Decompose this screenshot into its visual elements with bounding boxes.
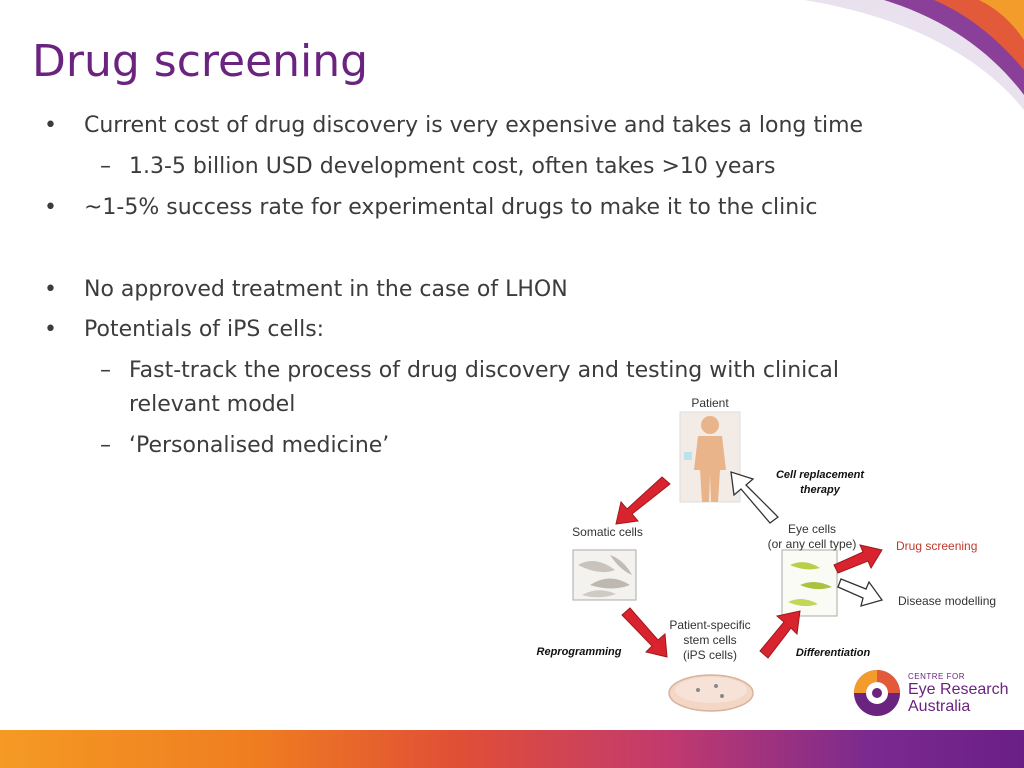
arrow-to-drug-screening-icon [833,544,883,574]
arrow-to-somatic-icon [615,476,671,525]
eye-cells-image [781,549,838,617]
bullet-text: Fast-track the process of drug discovery… [129,358,839,383]
bullet-text: ~1-5% success rate for experimental drug… [84,195,818,220]
bullet-dot-icon: • [44,113,57,138]
bullet-text: 1.3-5 billion USD development cost, ofte… [129,154,776,179]
eye-cells-sub-label: (or any cell type) [767,537,857,551]
bullet-text: ‘Personalised medicine’ [129,433,390,458]
logo-line-1: CENTRE FOR [908,672,965,681]
patient-figure-icon [679,411,741,503]
bullet-text: relevant model [129,392,296,417]
dash-icon: – [100,433,111,458]
dash-icon: – [100,358,111,383]
somatic-cells-label: Somatic cells [572,525,643,539]
ips-label-1: Patient-specific [669,618,751,632]
footer-gradient-bar [0,730,1024,768]
ips-label-2: stem cells [683,633,737,647]
eye-cells-label: Eye cells [787,522,837,536]
ips-label-3: (iPS cells) [682,648,737,662]
reprogramming-label: Reprogramming [536,646,622,658]
bullet-text: Potentials of iPS cells: [84,317,325,342]
logo-line-3: Australia [908,698,971,715]
bullet-dot-icon: • [44,277,57,302]
drug-screening-label: Drug screening [896,539,978,553]
arrow-to-ips-icon [621,607,668,658]
bullet-dot-icon: • [44,195,57,220]
logo-line-2: Eye Research [908,681,1009,698]
cell-replacement-label: Cell replacement [775,469,865,481]
eye-logo-icon [854,670,900,716]
dash-icon: – [100,154,111,179]
bullet-text: No approved treatment in the case of LHO… [84,277,568,302]
somatic-cells-image [572,549,637,601]
corner-decoration [804,0,1024,110]
ips-cycle-diagram: Patient Cell replacement therapy Somatic… [520,390,1024,720]
bullet-text: Current cost of drug discovery is very e… [84,113,864,138]
diagram-graphics [572,411,884,712]
arrow-to-patient-icon [730,471,779,524]
arrow-to-disease-modelling-icon [837,578,884,607]
disease-modelling-label: Disease modelling [898,594,997,608]
petri-dish-image [668,674,754,712]
slide-title: Drug screening [32,36,369,87]
patient-label: Patient [691,396,729,410]
arrow-to-eye-cells-icon [759,610,801,659]
differentiation-label: Differentiation [795,647,871,659]
therapy-label: therapy [800,484,840,496]
bullet-dot-icon: • [44,317,57,342]
cera-logo: CENTRE FOR Eye Research Australia [852,668,1022,718]
